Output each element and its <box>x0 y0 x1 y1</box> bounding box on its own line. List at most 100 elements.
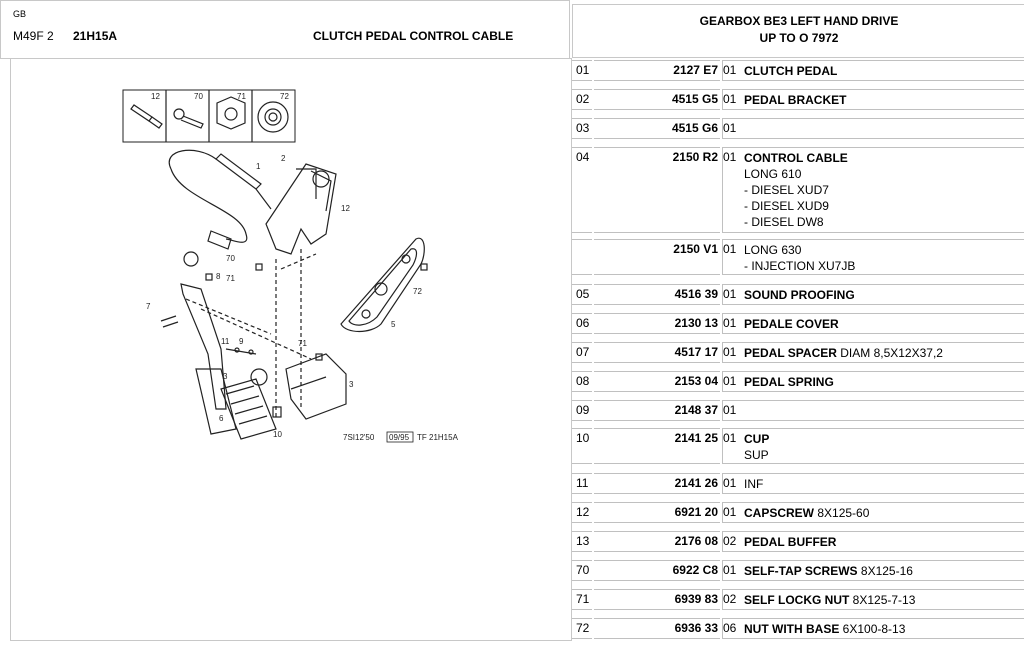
part-reference: 2141 26 <box>594 473 720 494</box>
callout-label: 70 <box>194 92 203 101</box>
part-description: PEDAL SPACER DIAM 8,5X12X37,2 <box>740 342 1024 363</box>
part-number: 72 <box>572 618 592 639</box>
left-panel: GB M49F 2 21H15A CLUTCH PEDAL CONTROL CA… <box>0 0 572 641</box>
part-description: SELF LOCKG NUT 8X125-7-13 <box>740 589 1024 610</box>
part-name: PEDAL SPACER <box>744 346 837 360</box>
part-description: PEDALE COVER <box>740 313 1024 334</box>
part-reference: 4515 G6 <box>594 118 720 139</box>
part-reference: 6921 20 <box>594 502 720 523</box>
part-number <box>572 239 592 275</box>
model-code: M49F 2 <box>13 29 54 43</box>
part-spec: 6X100-8-13 <box>839 622 906 636</box>
part-number: 13 <box>572 531 592 552</box>
callout-label: 72 <box>280 92 289 101</box>
part-number: 08 <box>572 371 592 392</box>
part-description: SOUND PROOFING <box>740 284 1024 305</box>
part-description: PEDAL BRACKET <box>740 89 1024 110</box>
callout-label: 12 <box>151 92 160 101</box>
part-quantity: 01 <box>722 147 740 233</box>
part-reference: 6936 33 <box>594 618 720 639</box>
part-quantity: 01 <box>722 89 740 110</box>
part-quantity: 06 <box>722 618 740 639</box>
part-detail-line: - DIESEL XUD7 <box>744 183 829 197</box>
diagram-drawing: 12 70 71 72 1 2 12 70 71 7 8 11 9 3 71 3… <box>122 89 459 443</box>
part-name: CLUTCH PEDAL <box>744 64 838 78</box>
gearbox-title: GEARBOX BE3 LEFT HAND DRIVE <box>699 14 899 28</box>
part-quantity: 01 <box>722 60 740 81</box>
callout-label: 71 <box>226 274 235 283</box>
part-name: SELF LOCKG NUT <box>744 593 850 607</box>
page-title: CLUTCH PEDAL CONTROL CABLE <box>313 29 514 43</box>
part-quantity: 02 <box>722 589 740 610</box>
figure-code: TF 21H15A <box>417 433 459 442</box>
part-quantity: 01 <box>722 473 740 494</box>
callout-label: 6 <box>219 414 224 423</box>
part-number: 09 <box>572 400 592 421</box>
part-quantity: 01 <box>722 239 740 275</box>
section-code: 21H15A <box>73 29 118 43</box>
gearbox-range: UP TO O 7972 <box>759 31 839 45</box>
part-reference: 2150 R2 <box>594 147 720 233</box>
part-detail-line: - DIESEL DW8 <box>744 215 824 229</box>
part-description: PEDAL SPRING <box>740 371 1024 392</box>
part-name: SELF-TAP SCREWS <box>744 564 858 578</box>
part-description: PEDAL BUFFER <box>740 531 1024 552</box>
callout-label: 3 <box>223 372 228 381</box>
part-quantity: 01 <box>722 560 740 581</box>
part-quantity: 02 <box>722 531 740 552</box>
part-name: SOUND PROOFING <box>744 288 855 302</box>
part-number: 11 <box>572 473 592 494</box>
part-quantity: 01 <box>722 371 740 392</box>
part-name: CAPSCREW <box>744 506 815 520</box>
callout-label: 70 <box>226 254 235 263</box>
part-spec: DIAM 8,5X12X37,2 <box>836 346 943 360</box>
part-reference: 2150 V1 <box>594 239 720 275</box>
parts-panel: GEARBOX BE3 LEFT HAND DRIVE UP TO O 7972… <box>572 0 1024 646</box>
part-spec: 8X125-16 <box>857 564 913 578</box>
part-description: NUT WITH BASE 6X100-8-13 <box>740 618 1024 639</box>
part-detail-line: - INJECTION XU7JB <box>744 259 856 273</box>
callout-label: 11 <box>221 337 230 346</box>
part-number: 12 <box>572 502 592 523</box>
part-name: PEDAL BRACKET <box>744 93 847 107</box>
part-number: 02 <box>572 89 592 110</box>
part-number: 70 <box>572 560 592 581</box>
part-spec: 8X125-7-13 <box>849 593 916 607</box>
part-description: LONG 630- INJECTION XU7JB <box>740 239 1024 275</box>
part-number: 04 <box>572 147 592 233</box>
part-number: 01 <box>572 60 592 81</box>
part-name: PEDAL BUFFER <box>744 535 837 549</box>
callout-label: 7 <box>146 302 151 311</box>
language-code: GB <box>13 9 27 19</box>
part-description: CAPSCREW 8X125-60 <box>740 502 1024 523</box>
part-quantity: 01 <box>722 284 740 305</box>
part-quantity: 01 <box>722 428 740 464</box>
callout-label: 12 <box>341 204 350 213</box>
part-reference: 2153 04 <box>594 371 720 392</box>
callout-label: 71 <box>298 339 307 348</box>
part-reference: 2141 25 <box>594 428 720 464</box>
callout-label: 9 <box>239 337 244 346</box>
part-reference: 2176 08 <box>594 531 720 552</box>
part-description: INF <box>740 473 1024 494</box>
exploded-diagram: 12 70 71 72 1 2 12 70 71 7 8 11 9 3 71 3… <box>10 58 572 641</box>
part-reference: 4516 39 <box>594 284 720 305</box>
gearbox-header: GEARBOX BE3 LEFT HAND DRIVE UP TO O 7972 <box>572 4 1024 58</box>
part-quantity: 01 <box>722 313 740 334</box>
part-quantity: 01 <box>722 400 740 421</box>
part-reference: 2130 13 <box>594 313 720 334</box>
part-detail-line: - DIESEL XUD9 <box>744 199 829 213</box>
part-reference: 6939 83 <box>594 589 720 610</box>
callout-label: 5 <box>391 320 396 329</box>
